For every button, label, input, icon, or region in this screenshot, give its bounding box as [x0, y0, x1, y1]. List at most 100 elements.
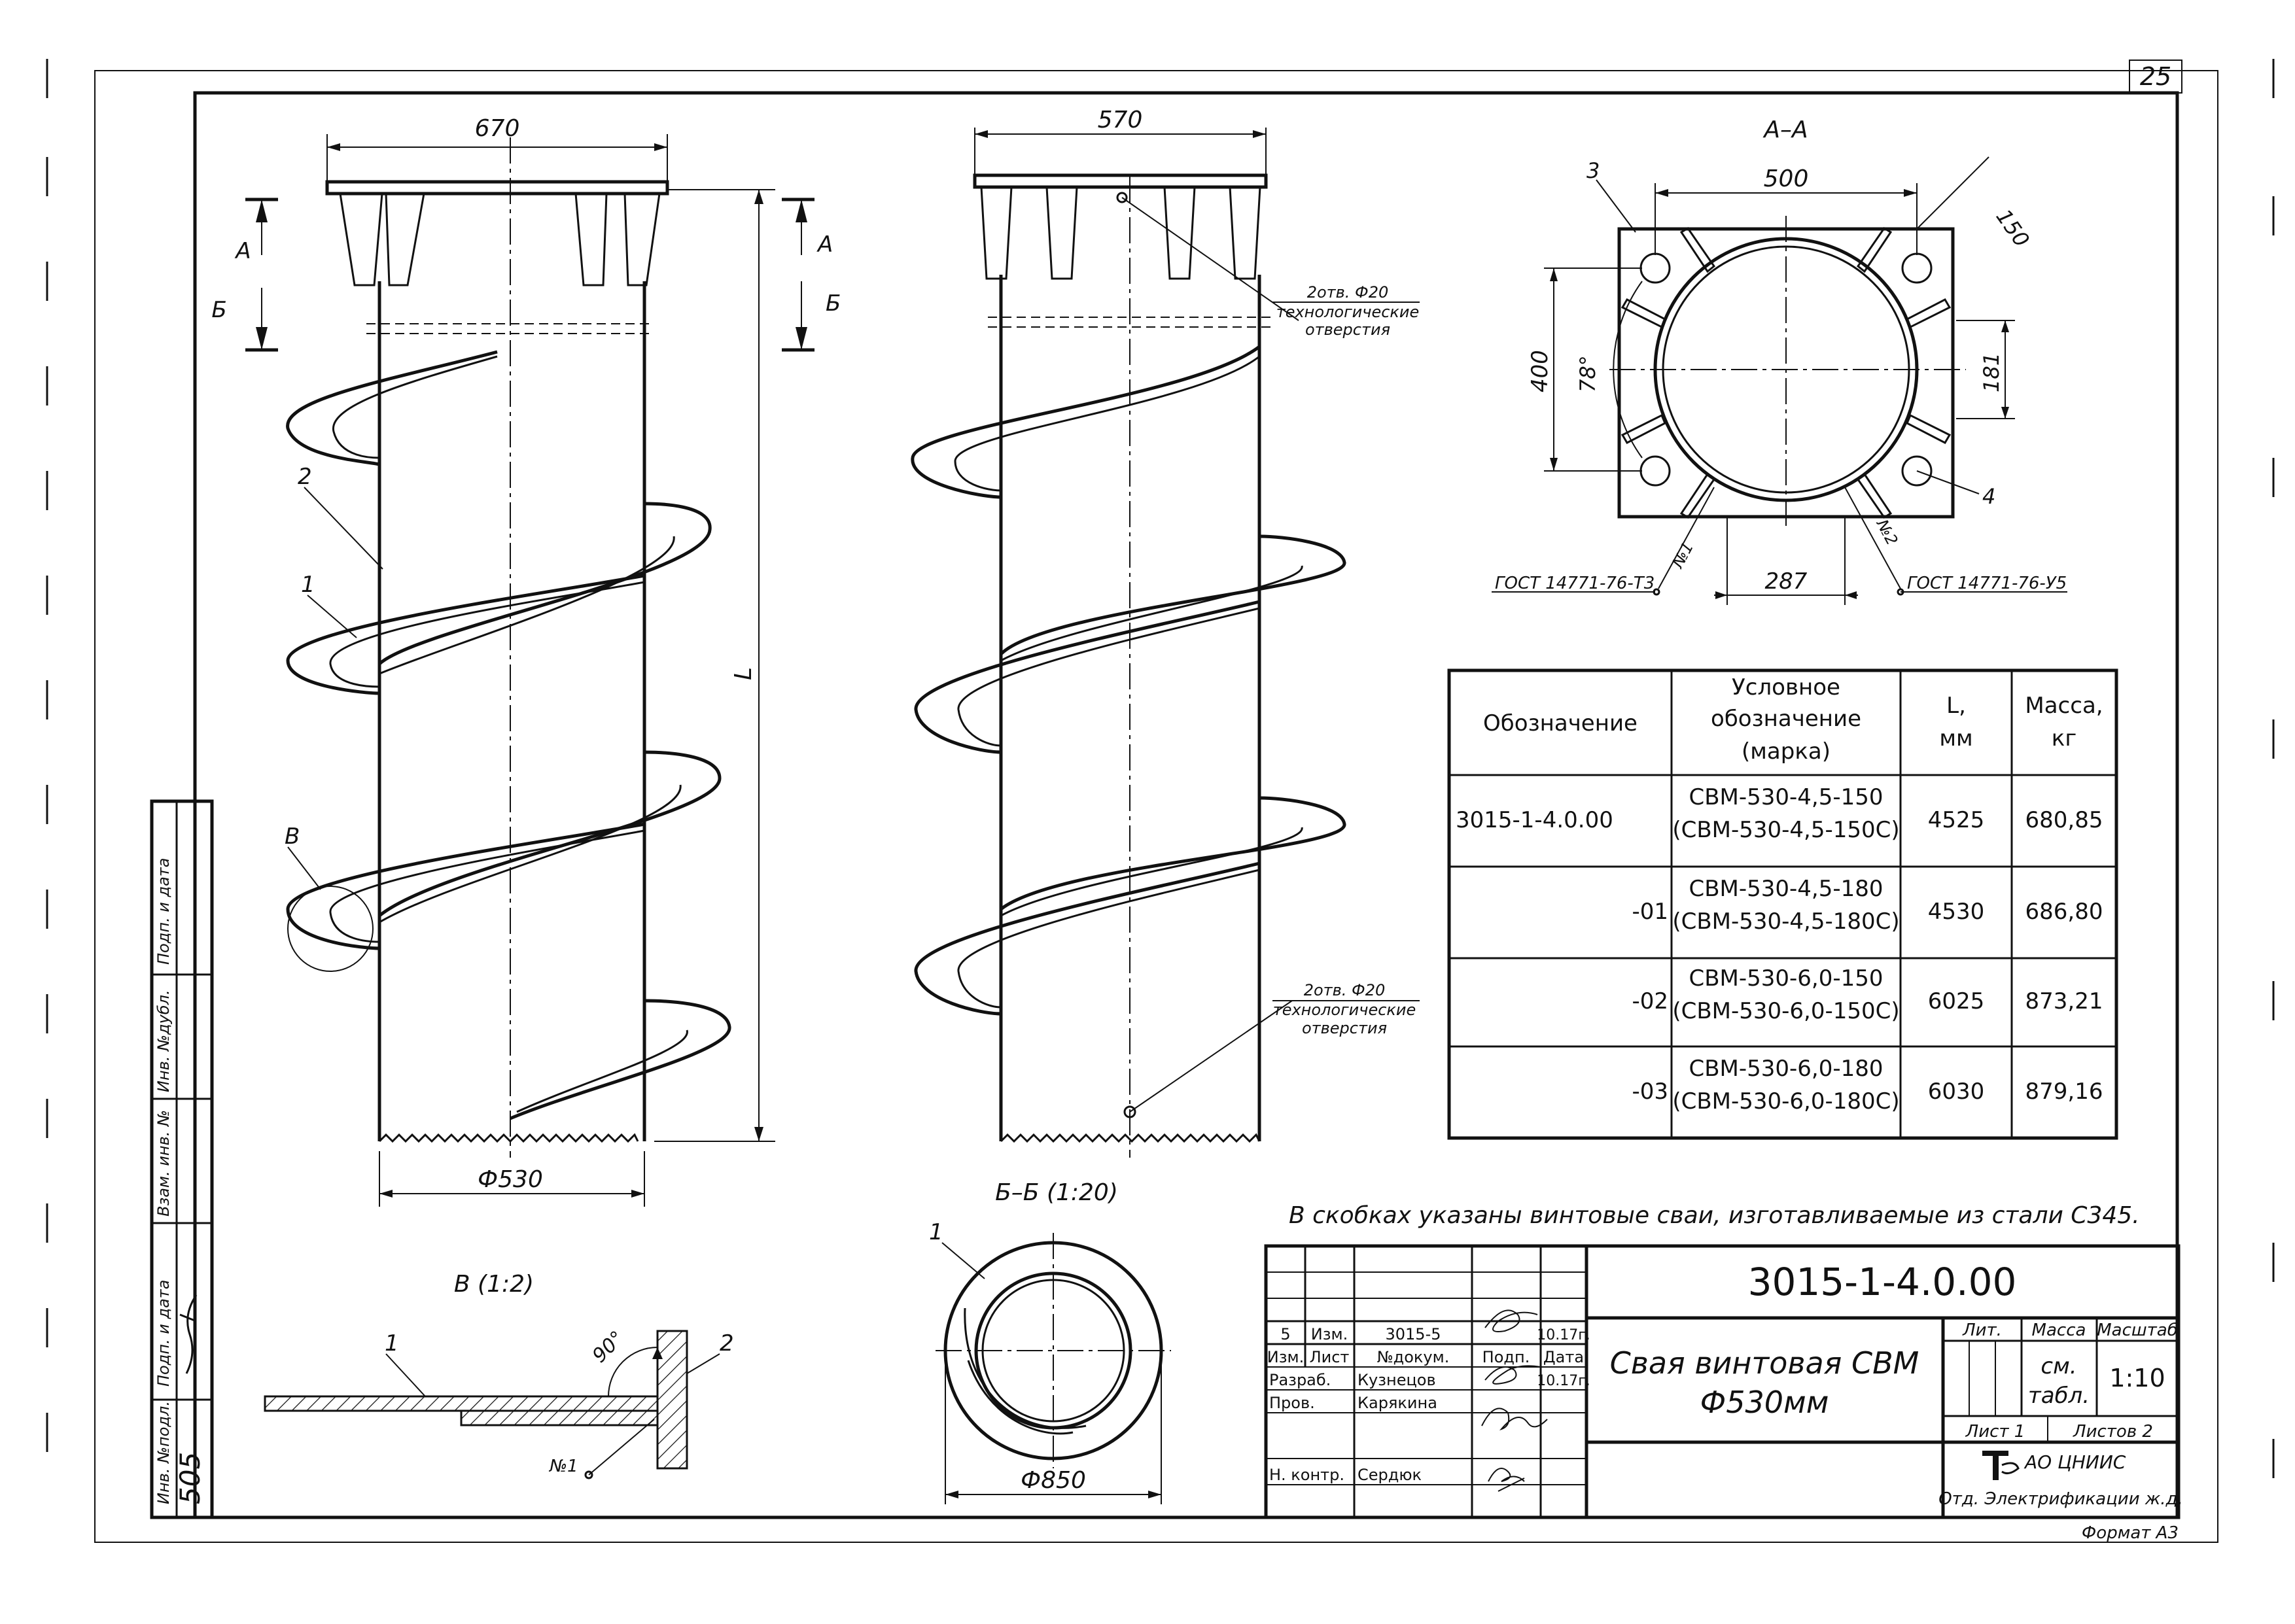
- org-line-1: АО ЦНИИС: [2023, 1451, 2126, 1473]
- row-4-L: 6030: [1928, 1079, 1985, 1105]
- detail-V-leader-1: 1: [385, 1330, 399, 1356]
- rev-num: 5: [1280, 1325, 1290, 1343]
- gost-right: ГОСТ 14771-76-У5: [1907, 574, 2067, 593]
- row-3-designation: -02: [1632, 988, 1668, 1014]
- row-2-mark2: (СВМ-530-4,5-180С): [1672, 908, 1899, 935]
- scale-value: 1:10: [2109, 1364, 2165, 1392]
- row-2-L: 4530: [1928, 899, 1985, 925]
- row-4-mark1: СВМ-530-6,0-180: [1689, 1056, 1883, 1082]
- nkontr-role: Н. контр.: [1269, 1466, 1344, 1484]
- section-AA-title: А–А: [1762, 116, 1808, 143]
- row-1-mark1: СВМ-530-4,5-150: [1689, 784, 1883, 810]
- page-number: 25: [2140, 62, 2171, 91]
- th-mark-3: (марка): [1742, 738, 1831, 765]
- row-2-mass: 686,80: [2025, 899, 2103, 925]
- lit-label: Лит.: [1962, 1321, 2002, 1340]
- hdr-date: Дата: [1543, 1348, 1584, 1366]
- dim-L: L: [730, 667, 757, 680]
- section-BB-title: Б–Б (1:20): [995, 1179, 1118, 1206]
- th-mark-1: Условное: [1732, 674, 1840, 700]
- side-stamp: Инв. №подл. Подп. и дата Взам. инв. № Ин…: [150, 799, 214, 1519]
- nkontr-name: Сердюк: [1358, 1466, 1422, 1484]
- hole-note-bottom-1: 2отв. Ф20: [1304, 981, 1386, 999]
- side-podp-data-2: Подп. и дата: [154, 858, 173, 965]
- th-mass-1: Масса,: [2025, 693, 2103, 719]
- hole-note-top-2: технологические: [1276, 303, 1420, 321]
- prov-role: Пров.: [1269, 1394, 1315, 1412]
- row-2-mark1: СВМ-530-4,5-180: [1689, 876, 1883, 902]
- dim-150: 150: [1991, 205, 2034, 252]
- org-logo-icon: [1982, 1451, 2020, 1480]
- weld-2: №2: [1872, 515, 1902, 548]
- row-3-mark2: (СВМ-530-6,0-150С): [1672, 998, 1899, 1024]
- row-1-mass: 680,85: [2025, 807, 2103, 833]
- leader-V: В: [285, 823, 300, 850]
- row-2-designation: -01: [1632, 899, 1668, 925]
- hole-note-top-1: 2отв. Ф20: [1307, 283, 1389, 302]
- leader-1: 1: [301, 572, 315, 598]
- weld-1: №1: [1668, 539, 1698, 572]
- leader-4: 4: [1982, 484, 1995, 509]
- row-4-designation: -03: [1632, 1079, 1668, 1105]
- th-L-2: мм: [1939, 725, 1972, 752]
- detail-V-leader-2: 2: [720, 1330, 734, 1356]
- dim-570: 570: [1098, 107, 1143, 133]
- row-4-mark2: (СВМ-530-6,0-180С): [1672, 1088, 1899, 1114]
- dim-530: Ф530: [478, 1166, 543, 1193]
- section-BB-leader-1: 1: [929, 1219, 943, 1245]
- side-inv-value: 505: [174, 1452, 206, 1504]
- side-vzam-inv: Взам. инв. №: [154, 1110, 173, 1217]
- hdr-izm: Изм.: [1267, 1348, 1304, 1366]
- row-3-L: 6025: [1928, 988, 1985, 1014]
- spec-table: Обозначение Условное обозначение (марка)…: [1447, 668, 2118, 1140]
- dim-181: 181: [1979, 353, 2004, 392]
- hole-note-bottom-2: технологические: [1273, 1001, 1416, 1019]
- title-block: 5 Изм. 3015-5 10.17г. Изм. Лист №докум. …: [1264, 1244, 2183, 1519]
- detail-V: В (1:2) 90° 1 2 №1: [264, 1271, 734, 1479]
- row-3-mass: 873,21: [2025, 988, 2103, 1014]
- th-designation: Обозначение: [1483, 710, 1638, 736]
- side-inv-podl: Инв. №подл.: [154, 1401, 173, 1504]
- inner-frame: [193, 91, 2179, 1519]
- th-mass-2: кг: [2052, 725, 2076, 752]
- pile-side-view: 570 2отв. Ф20 технологические отверстия: [911, 107, 1420, 1158]
- mass-value-1: см.: [2041, 1353, 2076, 1379]
- doc-name-1: Свая винтовая СВМ: [1610, 1345, 1919, 1381]
- hole-note-top-3: отверстия: [1305, 320, 1390, 339]
- th-mark-2: обозначение: [1711, 706, 1861, 732]
- signature-rev: [1484, 1309, 1538, 1332]
- org-line-2: Отд. Электрификации ж.д.: [1938, 1489, 2183, 1509]
- rev-date: 10.17г.: [1537, 1327, 1590, 1343]
- detail-V-title: В (1:2): [454, 1271, 534, 1298]
- signature-prov: [1481, 1408, 1548, 1431]
- hdr-doc: №докум.: [1377, 1348, 1450, 1366]
- th-L-1: L,: [1946, 693, 1966, 719]
- doc-code: 3015-1-4.0.00: [1748, 1260, 2017, 1304]
- razrab-role: Разраб.: [1269, 1371, 1331, 1389]
- format-label: Формат А3: [2082, 1523, 2179, 1543]
- side-inv-dubl: Инв. №дубл.: [154, 990, 173, 1092]
- binder-marks: [46, 59, 2275, 1478]
- section-A-left: А: [234, 238, 251, 264]
- doc-name-2: Ф530мм: [1700, 1385, 1829, 1420]
- razrab-date: 10.17г.: [1537, 1373, 1590, 1389]
- hole-note-bottom-3: отверстия: [1302, 1019, 1387, 1037]
- section-BB: Б–Б (1:20) Ф850 1: [929, 1179, 1171, 1504]
- leader-3: 3: [1586, 158, 1600, 183]
- section-B-right: Б: [826, 290, 841, 317]
- row-1-mark2: (СВМ-530-4,5-150С): [1672, 817, 1899, 843]
- pile-front-view: 670 А Б: [211, 115, 841, 1207]
- leader-2: 2: [298, 464, 312, 490]
- signature-nkontr: [1488, 1468, 1525, 1492]
- section-B-left: Б: [211, 297, 226, 323]
- rev-doc: 3015-5: [1385, 1325, 1441, 1343]
- row-4-mass: 879,16: [2025, 1079, 2103, 1105]
- dim-287: 287: [1765, 568, 1808, 595]
- mass-value-2: табл.: [2028, 1383, 2090, 1409]
- side-podp-data-1: Подп. и дата: [154, 1280, 173, 1387]
- outer-frame: [94, 70, 2218, 1543]
- row-3-mark1: СВМ-530-6,0-150: [1689, 965, 1883, 992]
- dim-500: 500: [1764, 165, 1809, 192]
- row-1-designation: 3015-1-4.0.00: [1456, 807, 1613, 833]
- dim-670: 670: [475, 115, 520, 142]
